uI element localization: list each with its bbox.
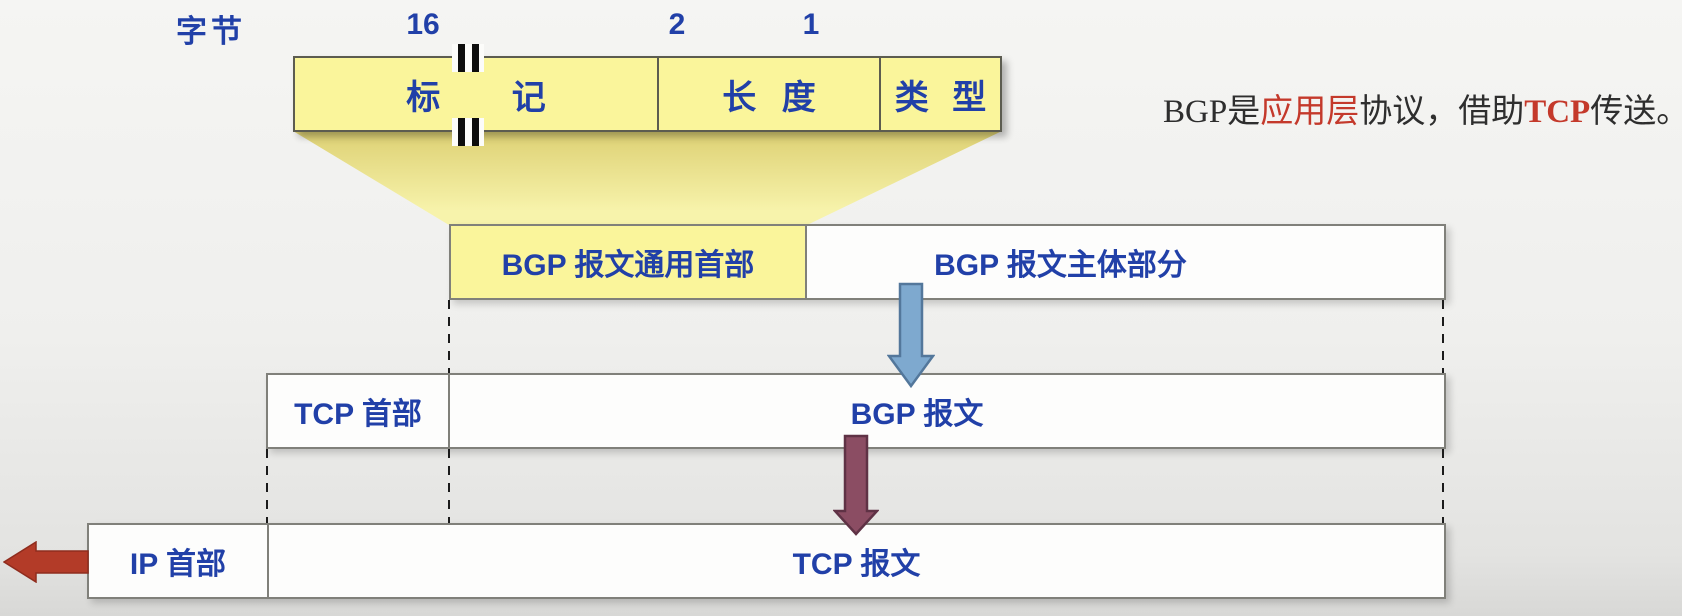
- left-arrow-icon: [3, 541, 89, 583]
- bgp-body-cell: BGP 报文主体部分: [934, 249, 1187, 282]
- note-segment-tcp: TCP: [1524, 94, 1591, 130]
- field-break-mark-bottom: [452, 118, 484, 146]
- dashed-connector: [448, 449, 450, 523]
- byte-count-2: 2: [668, 8, 686, 41]
- dashed-connector: [1442, 449, 1444, 523]
- down-arrow-icon: [833, 434, 879, 536]
- note-segment: 协议，借助: [1359, 94, 1525, 130]
- byte-count-16: 16: [406, 8, 440, 41]
- dashed-connector: [266, 449, 268, 523]
- zoom-funnel-shape: [293, 131, 1002, 225]
- tcp-message-cell: TCP 报文: [792, 548, 921, 581]
- field-break-mark-top: [452, 44, 484, 72]
- tcp-header-cell: TCP 首部: [268, 375, 450, 447]
- field-marker: 标 记: [406, 78, 546, 117]
- bgp-message-row: BGP 报文通用首部 BGP 报文主体部分: [449, 224, 1446, 300]
- byte-count-1: 1: [802, 8, 820, 41]
- byte-scale-label: 字节: [176, 14, 246, 49]
- field-type: 类 型: [879, 58, 1000, 130]
- dashed-connector: [448, 300, 450, 373]
- bgp-message-cell: BGP 报文: [850, 398, 984, 431]
- field-length: 长 度: [657, 58, 879, 130]
- down-arrow-icon: [887, 282, 935, 389]
- bgp-common-header-box: 标 记 长 度 类 型: [293, 56, 1002, 132]
- ip-datagram-row: IP 首部 TCP 报文: [87, 523, 1446, 599]
- note-segment: BGP是: [1163, 94, 1261, 130]
- bgp-note-text: BGP是应用层协议，借助TCP传送。: [1163, 84, 1682, 132]
- ip-header-cell: IP 首部: [89, 525, 269, 597]
- dashed-connector: [1442, 300, 1444, 373]
- bgp-common-header-cell: BGP 报文通用首部: [451, 226, 807, 298]
- note-segment: 传送。: [1590, 94, 1682, 130]
- note-segment-application-layer: 应用层: [1260, 94, 1360, 130]
